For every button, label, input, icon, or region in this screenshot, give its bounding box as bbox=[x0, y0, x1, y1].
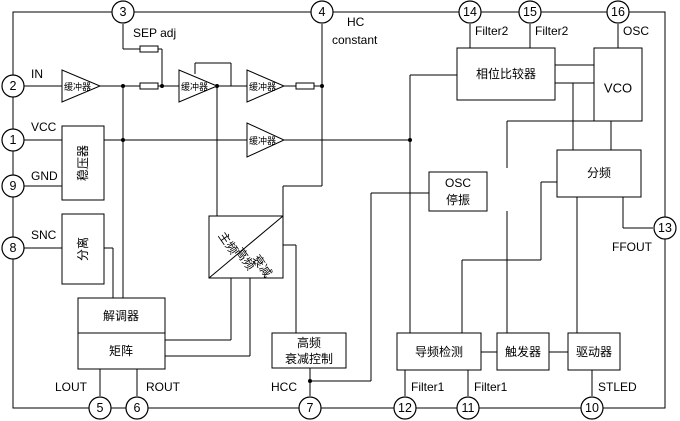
hf-control-block: 高频 衰减控制 bbox=[271, 332, 347, 369]
svg-text:HC: HC bbox=[347, 15, 365, 29]
svg-text:constant: constant bbox=[332, 33, 378, 47]
svg-text:10: 10 bbox=[585, 401, 599, 415]
driver-block: 驱动器 bbox=[567, 332, 621, 371]
svg-text:IN: IN bbox=[31, 67, 43, 81]
pin-8: 8 SNC bbox=[1, 228, 57, 260]
buffer-2: 缓冲器 bbox=[178, 69, 219, 103]
svg-text:OSC: OSC bbox=[623, 24, 649, 38]
svg-text:SNC: SNC bbox=[31, 228, 57, 242]
svg-text:触发器: 触发器 bbox=[505, 344, 541, 359]
svg-text:分频: 分频 bbox=[587, 166, 611, 180]
junction-dots bbox=[121, 84, 412, 383]
wiring bbox=[24, 24, 653, 396]
svg-text:2: 2 bbox=[10, 79, 17, 93]
svg-text:15: 15 bbox=[523, 5, 537, 19]
svg-text:12: 12 bbox=[398, 401, 412, 415]
buffer-4: 缓冲器 bbox=[246, 122, 286, 158]
svg-text:Filter2: Filter2 bbox=[475, 24, 509, 38]
pin-1: 1 VCC bbox=[1, 120, 57, 152]
separator-block: 分离 bbox=[61, 213, 105, 285]
svg-text:16: 16 bbox=[611, 5, 625, 19]
svg-text:9: 9 bbox=[10, 179, 17, 193]
svg-text:GND: GND bbox=[31, 169, 58, 183]
vco-block: VCO bbox=[593, 47, 643, 122]
svg-text:缓冲器: 缓冲器 bbox=[249, 135, 276, 147]
svg-text:缓冲器: 缓冲器 bbox=[181, 81, 208, 93]
svg-text:14: 14 bbox=[463, 5, 477, 19]
phase-comparator-block: 相位比较器 bbox=[456, 47, 556, 101]
resistor-hc bbox=[295, 82, 315, 90]
svg-text:Filter2: Filter2 bbox=[535, 24, 569, 38]
svg-text:VCO: VCO bbox=[604, 81, 632, 96]
svg-text:7: 7 bbox=[307, 401, 314, 415]
pin-2: 2 IN bbox=[1, 67, 43, 98]
svg-text:稳压器: 稳压器 bbox=[75, 145, 90, 181]
svg-text:8: 8 bbox=[10, 241, 17, 255]
pin-7: 7 HCC bbox=[271, 380, 322, 420]
buffer-3: 缓冲器 bbox=[246, 69, 286, 103]
svg-text:Filter1: Filter1 bbox=[411, 380, 445, 394]
svg-text:13: 13 bbox=[658, 221, 672, 235]
svg-text:OSC: OSC bbox=[445, 176, 471, 190]
svg-text:STLED: STLED bbox=[598, 380, 637, 394]
pin-6: 6 ROUT bbox=[125, 380, 181, 420]
resistors bbox=[139, 45, 315, 90]
svg-text:11: 11 bbox=[462, 401, 475, 415]
svg-text:停振: 停振 bbox=[446, 192, 470, 207]
svg-text:驱动器: 驱动器 bbox=[576, 345, 612, 359]
buffer-1: 缓冲器 bbox=[61, 69, 102, 103]
pin-4: 4 HC constant bbox=[310, 0, 378, 47]
divider-block: 分频 bbox=[556, 149, 642, 198]
svg-text:衰减控制: 衰减控制 bbox=[285, 351, 333, 366]
pin-14: 14 Filter2 bbox=[458, 0, 509, 38]
pilot-detect-block: 导频检测 bbox=[396, 332, 482, 371]
svg-text:Filter1: Filter1 bbox=[474, 380, 508, 394]
pin-10: 10 STLED bbox=[580, 380, 637, 420]
svg-text:导频检测: 导频检测 bbox=[415, 344, 463, 359]
svg-text:SEP adj: SEP adj bbox=[133, 26, 176, 40]
svg-text:解调器: 解调器 bbox=[103, 309, 139, 323]
svg-text:分离: 分离 bbox=[75, 237, 90, 261]
trigger-block: 触发器 bbox=[496, 332, 550, 371]
pin-16: 16 OSC bbox=[606, 0, 649, 38]
svg-text:缓冲器: 缓冲器 bbox=[64, 81, 91, 93]
svg-text:VCC: VCC bbox=[31, 120, 57, 134]
osc-stop-block: OSC 停振 bbox=[428, 171, 488, 212]
chip-outline bbox=[12, 11, 666, 409]
pin-9: 9 GND bbox=[1, 169, 58, 198]
svg-text:矩阵: 矩阵 bbox=[109, 344, 133, 358]
pin-3: 3 SEP adj bbox=[111, 0, 176, 40]
pin-11: 11 Filter1 bbox=[456, 380, 508, 420]
svg-text:FFOUT: FFOUT bbox=[612, 240, 653, 254]
pin-15: 15 Filter2 bbox=[518, 0, 569, 38]
main-freq-hf-atten-block: 主频 高频 衰减 bbox=[208, 215, 284, 280]
svg-text:高频: 高频 bbox=[297, 335, 321, 350]
resistor-sep bbox=[139, 45, 159, 53]
svg-text:4: 4 bbox=[319, 5, 326, 19]
matrix-block: 矩阵 bbox=[77, 332, 166, 370]
svg-text:5: 5 bbox=[97, 401, 104, 415]
pin-12: 12 Filter1 bbox=[393, 380, 445, 420]
demodulator-block: 解调器 bbox=[77, 297, 166, 334]
svg-text:ROUT: ROUT bbox=[146, 380, 181, 394]
svg-text:HCC: HCC bbox=[271, 380, 297, 394]
svg-text:LOUT: LOUT bbox=[55, 380, 88, 394]
svg-text:6: 6 bbox=[134, 401, 141, 415]
svg-text:缓冲器: 缓冲器 bbox=[249, 81, 276, 93]
pin-13: 13 FFOUT bbox=[612, 216, 677, 254]
resistor-in bbox=[139, 82, 159, 90]
pin-5: 5 LOUT bbox=[55, 380, 112, 420]
svg-text:3: 3 bbox=[120, 5, 127, 19]
svg-text:1: 1 bbox=[10, 133, 17, 147]
svg-text:相位比较器: 相位比较器 bbox=[476, 66, 536, 81]
regulator-block: 稳压器 bbox=[61, 125, 105, 201]
